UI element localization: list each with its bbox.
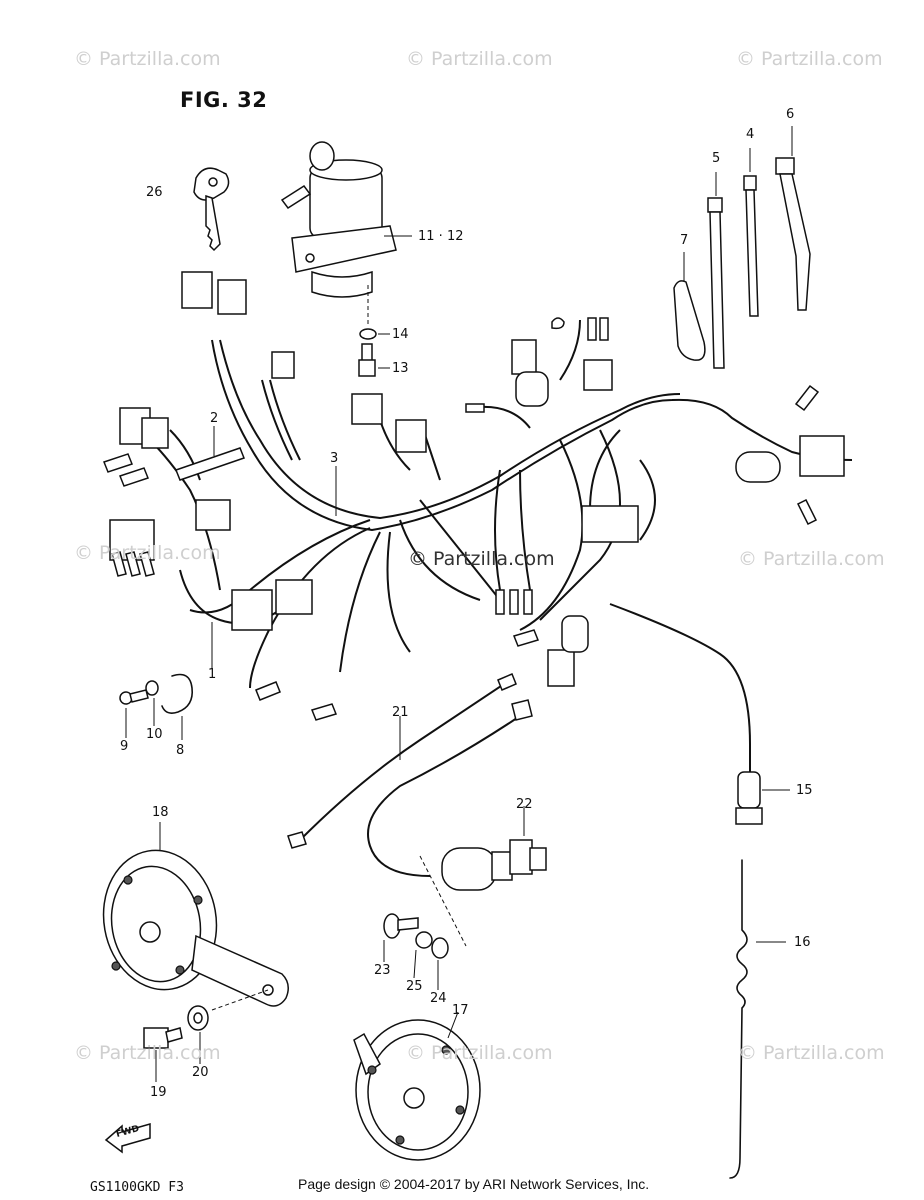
footer-copyright: Page design © 2004-2017 by ARI Network S… [298, 1176, 650, 1192]
screw-13[interactable] [358, 343, 390, 377]
cable-tie-5[interactable] [707, 172, 725, 369]
callout-16[interactable]: 16 [794, 935, 811, 950]
callout-9[interactable]: 9 [120, 739, 129, 754]
watermark: © Partzilla.com [74, 1042, 221, 1064]
callout-11-12[interactable]: 11 · 12 [418, 229, 464, 244]
watermark: © Partzilla.com [406, 1042, 553, 1064]
band-2[interactable] [175, 426, 245, 481]
spring-16[interactable] [729, 859, 786, 1179]
callout-23[interactable]: 23 [374, 963, 391, 978]
callout-3[interactable]: 3 [330, 451, 339, 466]
callout-2[interactable]: 2 [210, 411, 219, 426]
clamp-8[interactable] [161, 673, 194, 741]
ignition-key[interactable] [193, 167, 230, 252]
switch-22[interactable] [419, 806, 547, 947]
callout-24[interactable]: 24 [430, 991, 447, 1006]
washer-14[interactable] [359, 328, 390, 340]
callout-21[interactable]: 21 [392, 705, 409, 720]
watermark: © Partzilla.com [738, 548, 885, 570]
switch-lead [367, 715, 521, 877]
callout-15[interactable]: 15 [796, 783, 813, 798]
ignition-switch[interactable] [280, 141, 412, 298]
watermark: © Partzilla.com [736, 48, 883, 70]
callout-6[interactable]: 6 [786, 107, 795, 122]
cable-15[interactable] [609, 603, 790, 825]
callout-5[interactable]: 5 [712, 151, 721, 166]
washer-25[interactable] [413, 931, 433, 979]
watermark: © Partzilla.com [408, 548, 555, 570]
wiring-harness[interactable] [109, 271, 853, 689]
callout-20[interactable]: 20 [192, 1065, 209, 1080]
horn-mount-dash [211, 989, 269, 1011]
watermark: © Partzilla.com [74, 542, 221, 564]
callout-19[interactable]: 19 [150, 1085, 167, 1100]
callout-13[interactable]: 13 [392, 361, 409, 376]
screw-9[interactable] [119, 689, 149, 738]
callout-25[interactable]: 25 [406, 979, 423, 994]
watermark: © Partzilla.com [74, 48, 221, 70]
terminal-spades [103, 317, 820, 721]
cable-tie-6[interactable] [775, 126, 811, 311]
callout-18[interactable]: 18 [152, 805, 169, 820]
horn-17[interactable] [353, 1011, 481, 1161]
callout-7[interactable]: 7 [680, 233, 689, 248]
callout-14[interactable]: 14 [392, 327, 409, 342]
footer-model-code: GS1100GKD F3 [90, 1180, 184, 1195]
washer-20[interactable] [187, 1005, 209, 1064]
callout-17[interactable]: 17 [452, 1003, 469, 1018]
cable-tie-4[interactable] [743, 148, 759, 317]
cable-tie-7[interactable] [673, 252, 706, 361]
lead-wire-21[interactable] [287, 673, 517, 849]
bolt-19[interactable] [143, 1027, 183, 1082]
callout-4[interactable]: 4 [746, 127, 755, 142]
callout-26[interactable]: 26 [146, 185, 163, 200]
watermark: © Partzilla.com [406, 48, 553, 70]
callout-8[interactable]: 8 [176, 743, 185, 758]
horn-18[interactable] [93, 822, 289, 1007]
figure-title: FIG. 32 [180, 88, 268, 112]
washer-24[interactable] [431, 937, 449, 990]
callout-10[interactable]: 10 [146, 727, 163, 742]
callout-1[interactable]: 1 [208, 667, 217, 682]
callout-22[interactable]: 22 [516, 797, 533, 812]
screw-23[interactable] [383, 913, 419, 962]
washer-10[interactable] [145, 680, 159, 726]
forward-arrow-icon [104, 1123, 151, 1154]
watermark: © Partzilla.com [738, 1042, 885, 1064]
